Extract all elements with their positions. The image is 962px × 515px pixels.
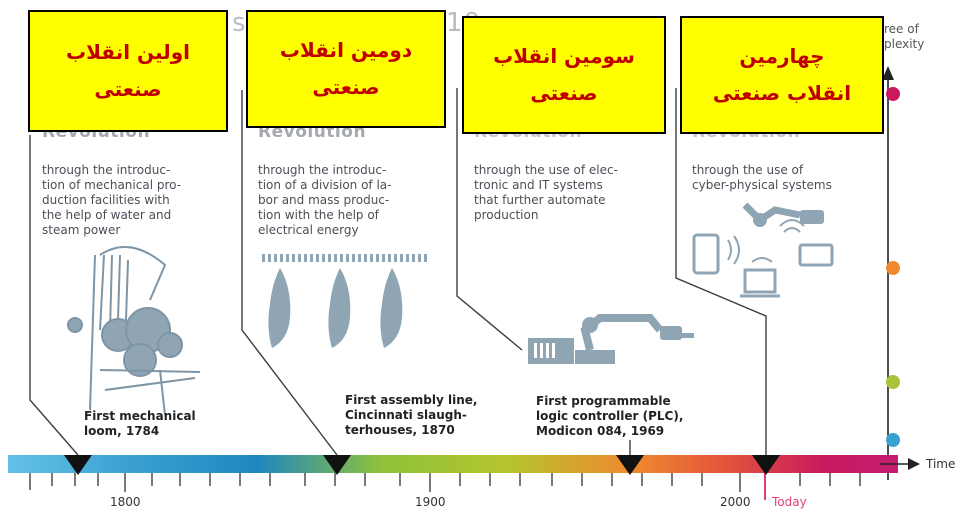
today-label: Today (772, 495, 807, 509)
persian-label-3: سومین انقلاب صنعتی (462, 16, 666, 134)
persian-label-2-line1: دومین انقلاب (279, 38, 413, 62)
revolution-description-2: through the introduc- tion of a division… (258, 163, 392, 237)
divider-line-4 (675, 88, 767, 455)
event-marker-2 (323, 455, 351, 475)
complexity-dot-1 (886, 87, 900, 101)
timeline-bar (8, 455, 898, 473)
persian-label-4-line1: چهارمین (739, 44, 825, 68)
divider-line-3 (456, 88, 523, 351)
persian-label-2-line2: صنعتی (312, 75, 380, 99)
divider-line-1 (29, 135, 79, 456)
time-axis-label: Time (926, 457, 956, 471)
complexity-axis-arrow (882, 66, 894, 80)
persian-label-4-line2: انقلاب صنعتی (712, 81, 852, 105)
loom-icon (67, 246, 201, 416)
complexity-dot-3 (886, 375, 900, 389)
persian-label-2: دومین انقلاب صنعتی (246, 10, 446, 128)
revolution-description-3: through the use of elec- tronic and IT s… (474, 163, 618, 222)
milestone-2: First assembly line, Cincinnati slaugh- … (345, 393, 478, 437)
cyber-physical-devices-icon (692, 202, 834, 298)
year-tick-1800: 1800 (110, 495, 141, 509)
event-marker-1 (64, 455, 92, 475)
persian-label-3-line2: صنعتی (530, 81, 598, 105)
revolution-description-1: through the introduc- tion of mechanical… (42, 163, 182, 237)
time-axis-arrow (908, 458, 920, 470)
complexity-dot-2 (886, 261, 900, 275)
complexity-axis-label: ree of plexity (884, 22, 925, 51)
persian-label-1-line1: اولین انقلاب (66, 40, 190, 64)
persian-label-4: چهارمین انقلاب صنعتی (680, 16, 884, 134)
milestone-3: First programmable logic controller (PLC… (536, 394, 684, 438)
year-tick-1900: 1900 (415, 495, 446, 509)
revolution-description-4: through the use of cyber-physical system… (692, 163, 832, 192)
complexity-dot-4 (886, 433, 900, 447)
event-marker-3 (616, 455, 644, 475)
milestone-1: First mechanical loom, 1784 (84, 409, 196, 438)
event-marker-4 (752, 455, 780, 475)
divider-line-2 (241, 90, 338, 456)
persian-label-1: اولین انقلاب صنعتی (28, 10, 228, 132)
persian-label-1-line2: صنعتی (94, 77, 162, 101)
year-tick-2000: 2000 (720, 495, 751, 509)
slaughter-line-icon (262, 254, 428, 348)
robot-arm-icon (528, 314, 694, 364)
persian-label-3-line1: سومین انقلاب (493, 44, 635, 68)
